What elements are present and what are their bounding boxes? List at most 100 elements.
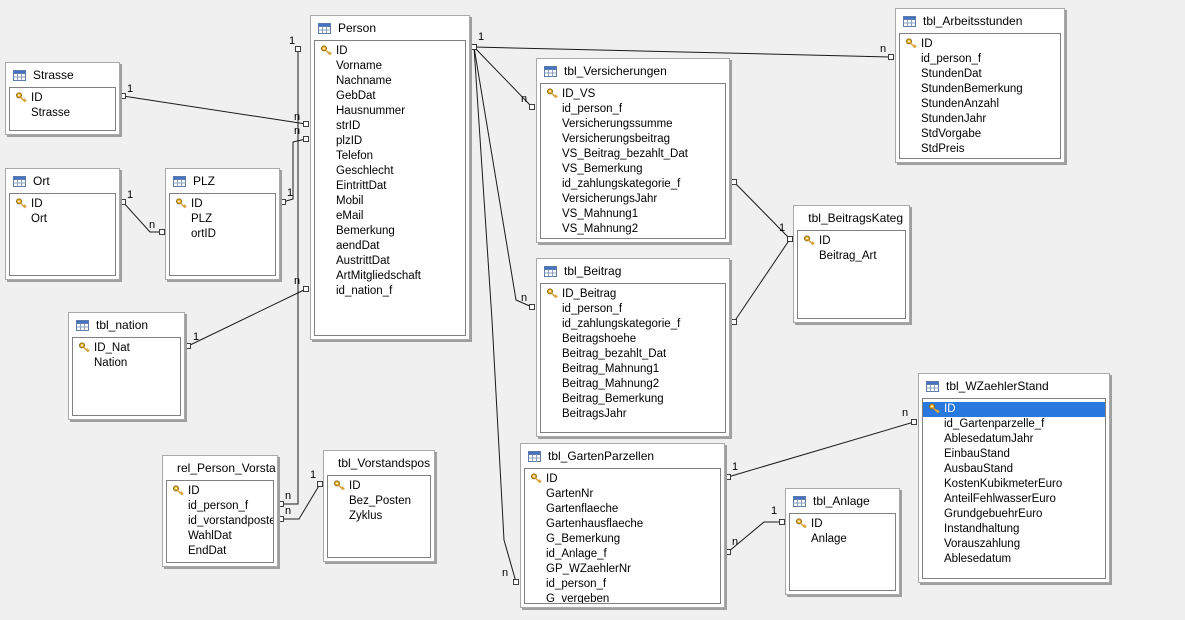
field-row[interactable]: aendDat: [315, 239, 465, 254]
connector-handle[interactable]: [303, 136, 309, 142]
connector-handle[interactable]: [725, 474, 731, 480]
relationship-line[interactable]: [727, 521, 782, 553]
field-row[interactable]: GP_WZaehlerNr: [525, 562, 720, 577]
field-row[interactable]: ID: [328, 479, 430, 494]
connector-handle[interactable]: [317, 481, 323, 487]
field-row[interactable]: GartenNr: [525, 487, 720, 502]
field-row[interactable]: ortID: [170, 227, 275, 242]
field-row[interactable]: Hausnummer: [315, 104, 465, 119]
field-row[interactable]: VersicherungsJahr: [541, 192, 725, 207]
connector-handle[interactable]: [529, 304, 535, 310]
connector-handle[interactable]: [888, 54, 894, 60]
field-row[interactable]: plzID: [315, 134, 465, 149]
relationship-line[interactable]: [733, 181, 791, 240]
field-row[interactable]: G_vergeben: [525, 592, 720, 603]
field-row[interactable]: Beitrag_Bemerkung: [541, 392, 725, 407]
field-row[interactable]: Bemerkung: [315, 224, 465, 239]
connector-handle[interactable]: [513, 579, 519, 585]
relationship-line[interactable]: [282, 138, 307, 203]
connector-handle[interactable]: [278, 501, 284, 507]
field-row[interactable]: ArtMitgliedschaft: [315, 269, 465, 284]
relationship-line[interactable]: [727, 421, 915, 478]
relationship-line[interactable]: [473, 46, 892, 58]
field-row[interactable]: Beitrag_Art: [798, 249, 905, 264]
connector-handle[interactable]: [731, 319, 737, 325]
field-row[interactable]: AusbauStand: [923, 462, 1105, 477]
connector-handle[interactable]: [303, 121, 309, 127]
field-row[interactable]: Versicherungssumme: [541, 117, 725, 132]
connector-handle[interactable]: [911, 419, 917, 425]
field-row[interactable]: id_person_f: [167, 499, 273, 514]
table-header[interactable]: tbl_nation: [69, 313, 184, 336]
field-row[interactable]: Ablesedatum: [923, 552, 1105, 567]
field-row[interactable]: WahlDat: [167, 529, 273, 544]
field-row[interactable]: BeitragsJahr: [541, 407, 725, 422]
field-row[interactable]: KostenKubikmeterEuro: [923, 477, 1105, 492]
field-row[interactable]: id_person_f: [525, 577, 720, 592]
field-row[interactable]: id_Anlage_f: [525, 547, 720, 562]
relationship-line[interactable]: [122, 201, 162, 233]
field-row[interactable]: id_person_f: [541, 102, 725, 117]
field-row[interactable]: StundenBemerkung: [900, 82, 1060, 97]
connector-handle[interactable]: [120, 199, 126, 205]
field-row[interactable]: Mobil: [315, 194, 465, 209]
table-header[interactable]: Person: [311, 16, 469, 39]
field-row[interactable]: strID: [315, 119, 465, 134]
table-header[interactable]: tbl_Vorstandspos: [324, 451, 434, 474]
relationship-line[interactable]: [281, 483, 321, 520]
relationship-line[interactable]: [281, 49, 299, 505]
field-row[interactable]: id_Gartenparzelle_f: [923, 417, 1105, 432]
field-row[interactable]: id_zahlungskategorie_f: [541, 317, 725, 332]
connector-handle[interactable]: [471, 44, 477, 50]
field-row[interactable]: VS_Bemerkung: [541, 162, 725, 177]
table-header[interactable]: tbl_Anlage: [786, 489, 899, 512]
field-row[interactable]: Gartenflaeche: [525, 502, 720, 517]
connector-handle[interactable]: [295, 46, 301, 52]
field-row[interactable]: Bez_Posten: [328, 494, 430, 509]
field-row[interactable]: PLZ: [170, 212, 275, 227]
field-row[interactable]: AustrittDat: [315, 254, 465, 269]
field-row[interactable]: Nation: [73, 356, 180, 371]
field-row[interactable]: ID: [167, 484, 273, 499]
field-row[interactable]: EndDat: [167, 544, 273, 559]
field-row[interactable]: GebDat: [315, 89, 465, 104]
connector-handle[interactable]: [185, 343, 191, 349]
relationship-line[interactable]: [733, 238, 791, 323]
connector-handle[interactable]: [779, 519, 785, 525]
field-row[interactable]: ID: [10, 197, 115, 212]
field-row[interactable]: id_zahlungskategorie_f: [541, 177, 725, 192]
relationship-line[interactable]: [473, 46, 533, 108]
field-row[interactable]: ID: [10, 91, 115, 106]
field-row[interactable]: ID: [525, 472, 720, 487]
relationship-line[interactable]: [122, 95, 307, 125]
table-header[interactable]: tbl_GartenParzellen: [521, 444, 724, 467]
table-header[interactable]: Strasse: [6, 63, 119, 86]
connector-handle[interactable]: [120, 93, 126, 99]
table-header[interactable]: tbl_Arbeitsstunden: [896, 9, 1064, 32]
table-header[interactable]: tbl_BeitragsKateg: [794, 206, 909, 229]
field-row[interactable]: Zyklus: [328, 509, 430, 524]
field-row[interactable]: EintrittDat: [315, 179, 465, 194]
table-header[interactable]: PLZ: [166, 169, 279, 192]
table-header[interactable]: tbl_WZaehlerStand: [919, 374, 1109, 397]
field-row[interactable]: ID: [900, 37, 1060, 52]
field-row[interactable]: VS_Mahnung2: [541, 222, 725, 237]
field-row[interactable]: Nachname: [315, 74, 465, 89]
field-row[interactable]: EinbauStand: [923, 447, 1105, 462]
field-row[interactable]: ID: [790, 517, 895, 532]
field-row[interactable]: AnteilFehlwasserEuro: [923, 492, 1105, 507]
connector-handle[interactable]: [278, 516, 284, 522]
field-row[interactable]: VS_Beitrag_bezahlt_Dat: [541, 147, 725, 162]
table-header[interactable]: rel_Person_Vorsta: [163, 456, 277, 479]
field-row[interactable]: GrundgebuehrEuro: [923, 507, 1105, 522]
